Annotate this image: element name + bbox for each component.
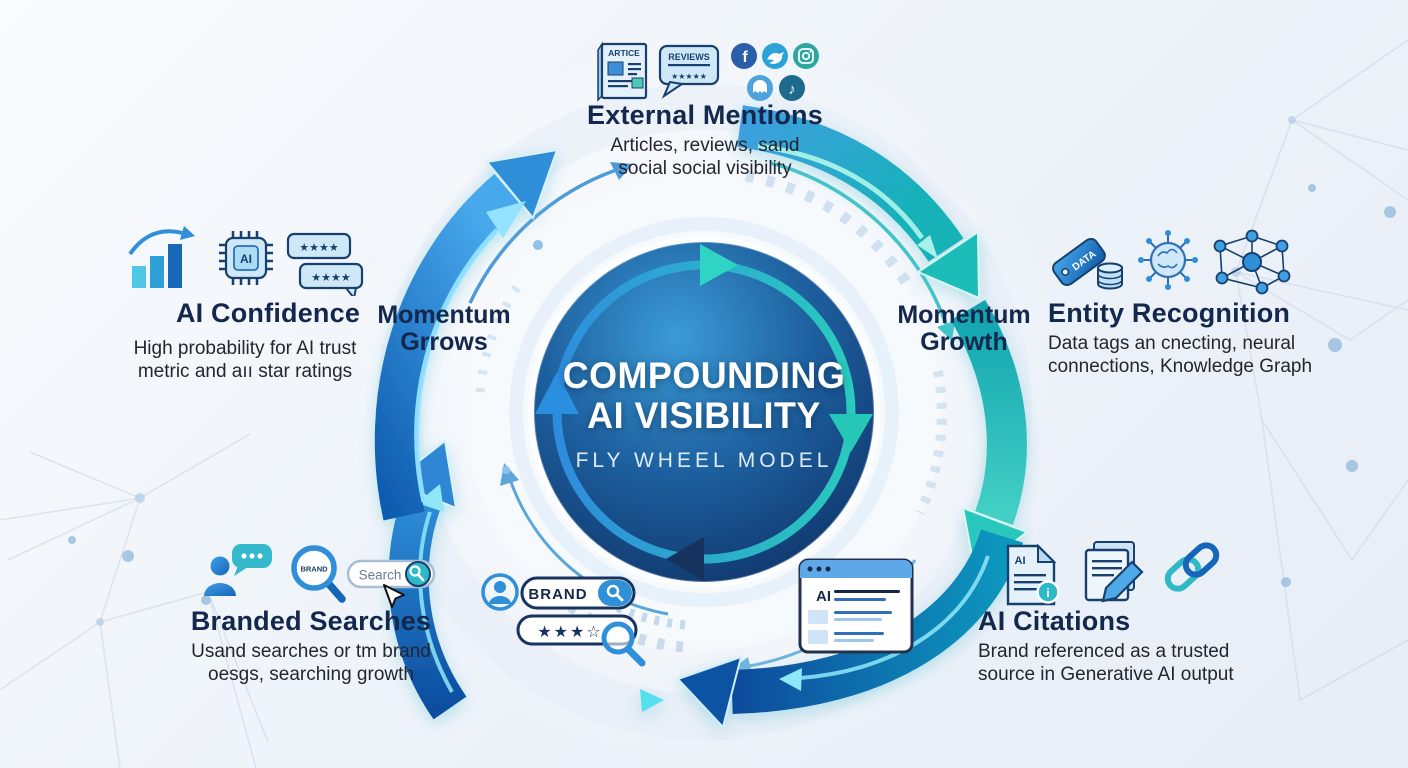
branded-searches-icons: BRAND Search xyxy=(204,544,436,608)
ai-window-label: AI xyxy=(816,588,831,605)
svg-text:Search: Search xyxy=(359,568,402,583)
ai-citations-desc: Brand referenced as a trusted source in … xyxy=(978,641,1234,685)
star-rating-bubbles-icon: ★★★★ ★★★★ xyxy=(286,232,364,296)
momentum-grows-label: Momentum Grrows xyxy=(377,301,511,356)
data-tag-icon: DATA xyxy=(1052,237,1123,290)
svg-text:REVIEWS: REVIEWS xyxy=(668,52,710,62)
brand-search-bar: BRAND xyxy=(520,576,636,610)
branded-searches-title: Branded Searches xyxy=(190,606,432,636)
momentum-growth-label: Momentum Growth xyxy=(897,301,1031,356)
center-title-line2: AI VISIBILITY xyxy=(587,395,821,436)
node-entity-recognition: Entity Recognition Data tags an cnecting… xyxy=(1048,298,1388,378)
cursor-arrow-icon xyxy=(383,584,405,608)
node-ai-citations: AI Citations Brand referenced as a trust… xyxy=(978,606,1328,686)
svg-text:★★★★★: ★★★★★ xyxy=(671,72,707,81)
svg-text:♪: ♪ xyxy=(788,81,796,98)
svg-text:ARTICE: ARTICE xyxy=(608,48,640,58)
svg-text:★★★★: ★★★★ xyxy=(311,272,351,284)
brand-magnifier-icon: BRAND xyxy=(291,545,346,603)
snapchat-icon xyxy=(747,75,773,101)
user-chat-icon xyxy=(204,544,272,596)
entity-recognition-desc: Data tags an cnecting, neural connection… xyxy=(1048,333,1313,377)
svg-text:AI: AI xyxy=(1015,555,1026,567)
svg-text:★★★★: ★★★★ xyxy=(299,242,339,254)
search-icon xyxy=(606,584,620,598)
user-avatar-icon xyxy=(481,573,519,611)
neural-brain-icon xyxy=(1138,230,1198,290)
window-dots-icon xyxy=(807,566,831,572)
facebook-icon: f xyxy=(731,43,757,69)
chain-link-icon xyxy=(1164,542,1220,592)
entity-recognition-icons: DATA xyxy=(1052,229,1291,295)
entity-recognition-title: Entity Recognition xyxy=(1048,298,1291,328)
flywheel-center-title: COMPOUNDING AI VISIBILITY FLY WHEEL MODE… xyxy=(534,356,874,473)
magnifier-icon xyxy=(601,621,646,667)
reviews-bubble-icon: REVIEWS ★★★★★ xyxy=(658,44,720,99)
svg-text:BRAND: BRAND xyxy=(528,586,587,603)
document-pencil-icon xyxy=(1084,541,1144,603)
ai-confidence-icons: AI ★★★★ ★★★★ xyxy=(128,226,364,296)
instagram-icon xyxy=(793,43,819,69)
ai-chip-icon: AI xyxy=(219,231,273,285)
ai-output-window-widget: AI xyxy=(798,558,914,654)
ai-confidence-title: AI Confidence xyxy=(175,298,361,328)
growth-bar-chart-icon xyxy=(128,226,195,288)
external-mentions-desc: Articles, reviews, sand social social vi… xyxy=(610,135,800,179)
branded-searches-desc: Usand searches or tm brand oesgs, search… xyxy=(191,641,431,685)
center-subtitle: FLY WHEEL MODEL xyxy=(575,449,833,472)
svg-text:AI: AI xyxy=(240,252,252,266)
article-newspaper-icon: ARTICE xyxy=(597,41,648,102)
ai-document-info-icon: AI i xyxy=(1006,543,1060,606)
external-mentions-title: External Mentions xyxy=(587,100,823,130)
knowledge-graph-icon xyxy=(1213,229,1291,295)
svg-text:★★★☆: ★★★☆ xyxy=(537,624,602,641)
center-title-line1: COMPOUNDING xyxy=(562,355,846,396)
brand-search-widget: BRAND ★★★☆ xyxy=(481,573,646,667)
svg-text:i: i xyxy=(1046,586,1049,600)
node-ai-confidence: AI Confidence xyxy=(98,298,438,328)
ai-citations-icons: AI i xyxy=(1006,541,1220,606)
svg-text:f: f xyxy=(742,49,748,66)
svg-text:BRAND: BRAND xyxy=(300,565,328,574)
tiktok-icon: ♪ xyxy=(779,75,805,101)
node-external-mentions: External Mentions Articles, reviews, san… xyxy=(500,100,910,180)
twitter-icon xyxy=(762,43,788,69)
ai-confidence-desc: High probability for AI trust metric and… xyxy=(133,338,357,382)
search-button xyxy=(598,580,632,606)
ai-citations-title: AI Citations xyxy=(978,606,1131,636)
external-mentions-icons: ARTICE REVIEWS ★★★★★ f xyxy=(597,41,819,102)
window-titlebar xyxy=(800,560,912,578)
node-branded-searches: Branded Searches Usand searches or tm br… xyxy=(141,606,481,686)
search-pill-icon: Search xyxy=(346,559,436,608)
